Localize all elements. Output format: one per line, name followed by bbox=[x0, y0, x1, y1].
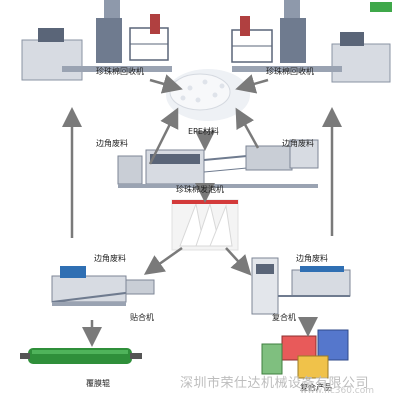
epe-pellets bbox=[166, 69, 250, 121]
flow-arrows bbox=[62, 74, 342, 347]
label-compound-machine: 复合机 bbox=[272, 313, 296, 322]
composite-products bbox=[261, 329, 349, 379]
label-foaming-machine: 珍珠棉发泡机 bbox=[176, 185, 224, 194]
foam-sheet-samples bbox=[171, 199, 239, 251]
label-laminator-left: 贴合机 bbox=[130, 313, 154, 322]
lamination-roller bbox=[20, 348, 142, 364]
watermark-domain: www.hc360.com bbox=[300, 386, 375, 396]
compound-machine-right bbox=[251, 257, 351, 315]
foaming-machine-line bbox=[117, 139, 319, 188]
label-scrap-mid-left: 边角废料 bbox=[94, 254, 126, 263]
laminating-machine-left bbox=[51, 266, 155, 306]
label-products: 复合产品 bbox=[300, 383, 332, 392]
recycler-machine-right bbox=[231, 0, 392, 83]
label-epe-material: EPE材料 bbox=[188, 127, 219, 136]
recycler-machine-left bbox=[21, 0, 172, 81]
watermark-company: 深圳市荣仕达机械设备有限公司 bbox=[180, 376, 370, 391]
label-recycler-left: 珍珠棉回收机 bbox=[96, 67, 144, 76]
label-scrap-top-left: 边角废料 bbox=[96, 139, 128, 148]
label-recycler-right: 珍珠棉回收机 bbox=[266, 67, 314, 76]
label-scrap-top-right: 边角废料 bbox=[282, 139, 314, 148]
label-scrap-mid-right: 边角废料 bbox=[296, 254, 328, 263]
label-roller: 覆膜辊 bbox=[86, 379, 110, 388]
